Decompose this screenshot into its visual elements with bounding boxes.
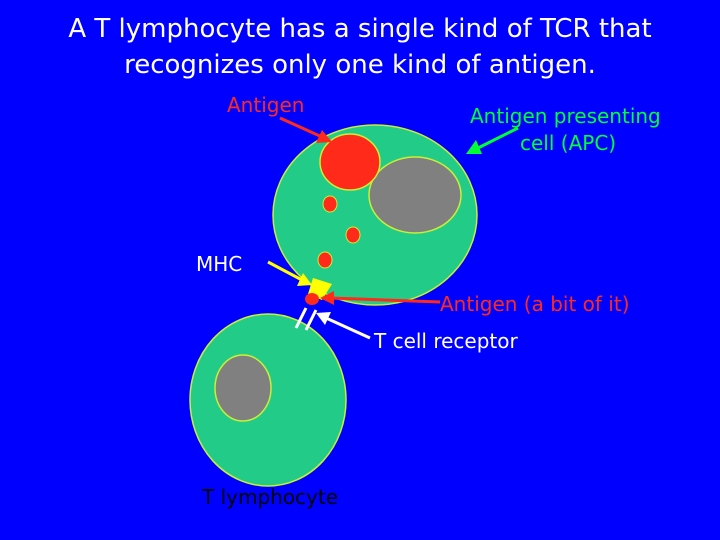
tcr-stalk-1 xyxy=(294,307,308,329)
tcr-stalk-2 xyxy=(304,309,318,331)
arrow-antigen xyxy=(279,116,323,139)
arrow-apc-head xyxy=(466,140,482,154)
title-line-1: A T lymphocyte has a single kind of TCR … xyxy=(68,14,652,44)
arrow-antigen-bit-head xyxy=(320,291,334,305)
label-apc-line-1: Antigen presenting xyxy=(470,104,661,128)
antigen-fragment-1 xyxy=(322,195,338,213)
arrow-tcr xyxy=(325,316,371,340)
title-line-2: recognizes only one kind of antigen. xyxy=(124,50,596,80)
arrow-mhc-head xyxy=(297,273,312,286)
arrow-tcr-head xyxy=(316,312,331,325)
apc-nucleus xyxy=(368,156,462,234)
label-apc-line-2: cell (APC) xyxy=(520,131,617,155)
antigen-large xyxy=(319,133,381,191)
label-antigen-bit: Antigen (a bit of it) xyxy=(440,292,630,316)
arrow-apc xyxy=(477,126,519,150)
label-t-lymphocyte: T lymphocyte xyxy=(202,485,339,509)
arrow-mhc xyxy=(267,260,303,282)
arrow-antigen-bit xyxy=(329,296,441,304)
label-antigen: Antigen xyxy=(227,93,305,117)
arrow-antigen-head xyxy=(316,130,332,143)
antigen-bit xyxy=(305,293,319,305)
antigen-fragment-3 xyxy=(317,251,333,269)
label-tcr: T cell receptor xyxy=(374,329,518,353)
t-lymphocyte-nucleus xyxy=(214,354,272,422)
antigen-fragment-2 xyxy=(345,226,361,244)
label-mhc: MHC xyxy=(196,252,243,276)
